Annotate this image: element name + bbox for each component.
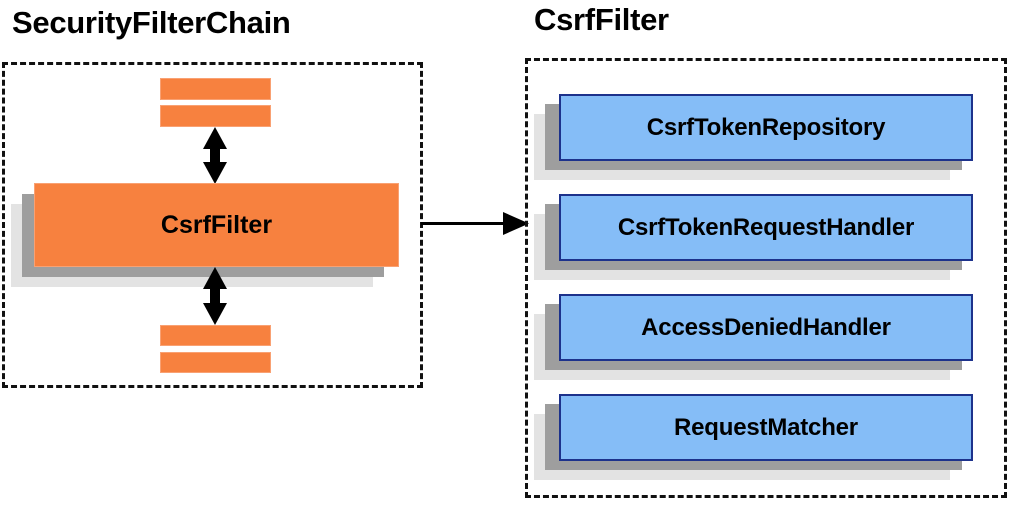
csrf-token-request-handler-label: CsrfTokenRequestHandler <box>559 194 973 261</box>
node-csrf-filter[interactable]: CsrfFilter <box>11 183 399 288</box>
panel-title-security-filter-chain: SecurityFilterChain <box>12 5 291 40</box>
arrow-above-csrf-filter-icon <box>200 127 230 184</box>
node-request-matcher[interactable]: RequestMatcher <box>534 394 975 482</box>
filter-bar-4 <box>160 352 271 373</box>
node-csrf-token-request-handler[interactable]: CsrfTokenRequestHandler <box>534 194 975 282</box>
csrf-filter-label: CsrfFilter <box>34 183 399 267</box>
arrow-below-csrf-filter-icon <box>200 267 230 325</box>
request-matcher-label: RequestMatcher <box>559 394 973 461</box>
node-access-denied-handler[interactable]: AccessDeniedHandler <box>534 294 975 382</box>
node-csrf-token-repository[interactable]: CsrfTokenRepository <box>534 94 975 182</box>
access-denied-handler-label: AccessDeniedHandler <box>559 294 973 361</box>
panel-title-csrf-filter: CsrfFilter <box>534 2 669 37</box>
filter-bar-2 <box>160 105 271 127</box>
csrf-token-repository-label: CsrfTokenRepository <box>559 94 973 161</box>
filter-bar-1 <box>160 78 271 100</box>
filter-bar-3 <box>160 325 271 346</box>
expand-arrow-icon <box>421 210 529 240</box>
panel-csrf-filter-detail <box>525 58 1007 498</box>
